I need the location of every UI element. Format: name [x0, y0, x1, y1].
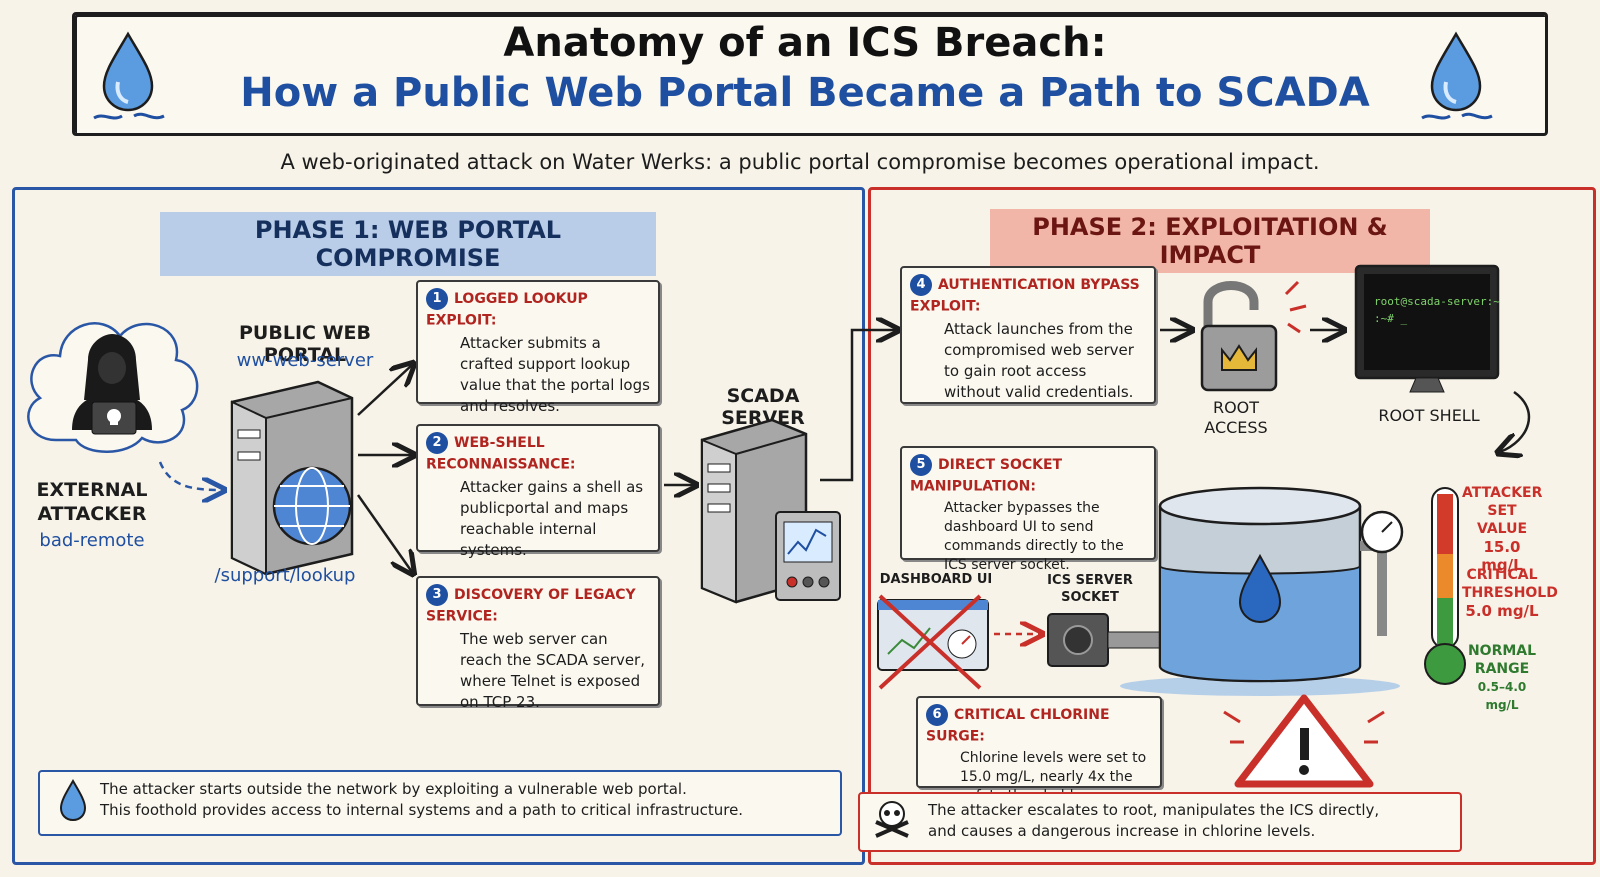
water-drop-icon	[93, 31, 165, 120]
unlocked-padlock-icon	[1200, 280, 1307, 392]
phase1-summary	[38, 770, 842, 836]
water-drop-icon	[1421, 31, 1493, 120]
step-body: The web server can reach the SCADA serve…	[460, 630, 645, 711]
page-tagline: A web-originated attack on Water Werks: …	[280, 150, 1320, 174]
terminal-monitor-icon	[1354, 264, 1500, 393]
attacker-set-line1: ATTACKER	[1462, 485, 1543, 501]
attacker-set-line2: SET VALUE	[1476, 503, 1528, 537]
page-subtitle-heading: How a Public Web Portal Became a Path to…	[240, 70, 1370, 116]
step-title: LOGGED LOOKUP EXPLOIT:	[426, 291, 588, 329]
socket-label-line1: ICS SERVER	[1047, 573, 1133, 588]
socket-label: ICS SERVER SOCKET	[1040, 572, 1140, 606]
step-body: Attacker submits a crafted support looku…	[460, 334, 650, 415]
critical-val: 5.0 mg/L	[1465, 602, 1539, 620]
root-access-line2: ACCESS	[1204, 418, 1268, 437]
step-number: 5	[910, 454, 932, 476]
attacker-label: EXTERNAL ATTACKER	[36, 479, 148, 525]
step-title: WEB-SHELL RECONNAISSANCE:	[426, 435, 576, 473]
normal-val: 0.5–4.0 mg/L	[1477, 680, 1527, 712]
scada-server-icon	[700, 418, 841, 604]
step-number: 2	[426, 432, 448, 454]
dashboard-crossed-icon	[877, 594, 989, 690]
portal-path: /support/lookup	[214, 565, 356, 586]
step-number: 1	[426, 288, 448, 310]
water-tank-icon	[1120, 486, 1404, 696]
skull-crossbones-icon	[875, 801, 909, 838]
step-body: Attacker bypasses the dashboard UI to se…	[944, 500, 1124, 573]
attacker-set-val: 15.0 mg/L	[1481, 538, 1523, 574]
terminal-line1: root@scada-server:~	[1374, 295, 1500, 308]
phase1-heading: PHASE 1: WEB PORTAL COMPROMISE	[160, 212, 656, 276]
step-title: DIRECT SOCKET MANIPULATION:	[910, 457, 1063, 495]
phase2-panel	[868, 187, 1596, 865]
step-number: 4	[910, 274, 932, 296]
page-title: Anatomy of an ICS Breach:	[503, 20, 1107, 66]
normal-range: NORMAL RANGE 0.5–4.0 mg/L	[1462, 642, 1542, 714]
phase2-heading: PHASE 2: EXPLOITATION & IMPACT	[990, 209, 1430, 273]
phase2-summary-line1: The attacker escalates to root, manipula…	[928, 801, 1380, 819]
phase1-panel	[12, 187, 865, 865]
root-access-label: ROOT ACCESS	[1186, 398, 1286, 438]
step-title: AUTHENTICATION BYPASS EXPLOIT:	[910, 277, 1140, 315]
scada-label: SCADA SERVER	[721, 385, 805, 429]
water-drop-icon	[59, 779, 87, 822]
root-shell-label: ROOT SHELL	[1378, 406, 1480, 425]
warning-triangle-icon	[1223, 694, 1385, 788]
step-number: 3	[426, 584, 448, 606]
thermometer-icon	[1424, 487, 1466, 685]
root-access-line1: ROOT	[1212, 398, 1260, 417]
phase1-summary-line1: The attacker starts outside the network …	[100, 780, 687, 798]
phase2-summary	[858, 792, 1462, 852]
critical-line2: THRESHOLD	[1462, 585, 1558, 601]
normal-line2: RANGE	[1474, 661, 1530, 677]
web-server-icon	[230, 380, 354, 576]
step-number: 6	[926, 704, 948, 726]
attacker-set-value: ATTACKER SET VALUE 15.0 mg/L	[1462, 484, 1542, 574]
phase1-summary-line2: This foothold provides access to interna…	[100, 801, 744, 819]
step-body: Attacker gains a shell as publicportal a…	[460, 478, 644, 559]
critical-threshold: CRITICAL THRESHOLD 5.0 mg/L	[1462, 566, 1558, 620]
attacker-host: bad-remote	[39, 530, 145, 551]
portal-label: PUBLIC WEB PORTAL	[239, 322, 371, 366]
socket-label-line2: SOCKET	[1061, 590, 1119, 605]
normal-line1: NORMAL	[1467, 643, 1537, 659]
terminal-line2: :~# _	[1374, 312, 1408, 325]
step-title: DISCOVERY OF LEGACY SERVICE:	[426, 587, 636, 625]
dashboard-label: DASHBOARD UI	[879, 572, 993, 587]
phase2-summary-line2: and causes a dangerous increase in chlor…	[928, 822, 1316, 840]
title-banner	[72, 12, 1548, 136]
portal-host: ww-web-server	[236, 350, 374, 371]
step-body: Attack launches from the compromised web…	[944, 320, 1134, 401]
critical-line1: CRITICAL	[1466, 567, 1538, 583]
step-title: CRITICAL CHLORINE SURGE:	[926, 707, 1110, 745]
attacker-cloud-icon	[27, 322, 199, 453]
